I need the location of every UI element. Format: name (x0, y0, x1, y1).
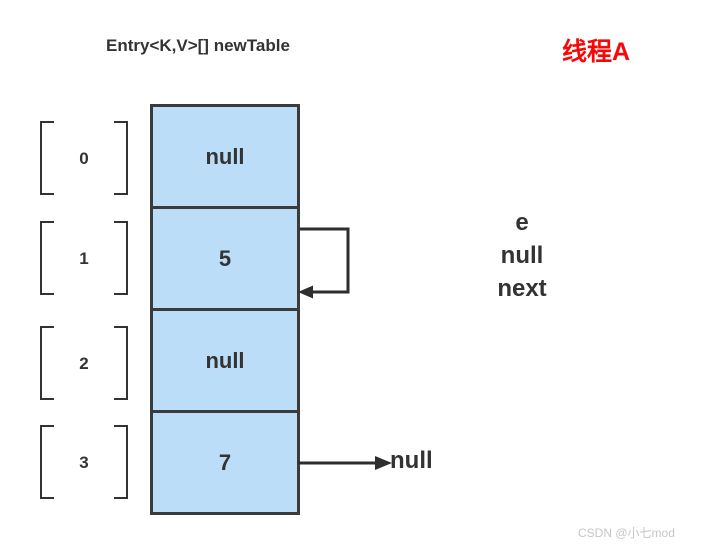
array-index-label: 2 (79, 353, 89, 373)
variable-e: e (515, 209, 529, 236)
array-index-label: 0 (79, 148, 89, 168)
array-index-3: 3 (36, 425, 132, 499)
page-title: Entry<K,V>[] newTable (106, 36, 290, 55)
array-index-2: 2 (36, 326, 132, 400)
array-index-label: 1 (79, 248, 89, 268)
bracket-left-icon (40, 121, 54, 195)
cell-value: null (205, 143, 245, 169)
array-cell-0: null (153, 107, 297, 209)
next-null-arrow (298, 456, 392, 470)
next-null-label: null (390, 447, 433, 474)
thread-label: 线程A (562, 38, 631, 66)
array-cell-1: 5 (153, 209, 297, 311)
bracket-right-icon (114, 425, 128, 499)
bracket-right-icon (114, 326, 128, 400)
bracket-left-icon (40, 326, 54, 400)
hash-table-array: null 5 null 7 (150, 104, 300, 515)
bracket-right-icon (114, 121, 128, 195)
self-loop-arrow (298, 227, 350, 299)
bracket-left-icon (40, 221, 54, 295)
array-index-1: 1 (36, 221, 132, 295)
cell-value: null (205, 347, 245, 373)
array-index-label: 3 (79, 452, 89, 472)
cell-value: 5 (218, 245, 232, 271)
variable-next: next (497, 275, 547, 302)
array-cell-2: null (153, 311, 297, 413)
watermark: CSDN @小七mod (578, 526, 675, 540)
array-index-0: 0 (36, 121, 132, 195)
array-cell-3: 7 (153, 413, 297, 512)
bracket-left-icon (40, 425, 54, 499)
cell-value: 7 (218, 449, 232, 475)
variable-stack: e null next (452, 206, 592, 305)
bracket-right-icon (114, 221, 128, 295)
variable-e-next: null (500, 242, 544, 269)
